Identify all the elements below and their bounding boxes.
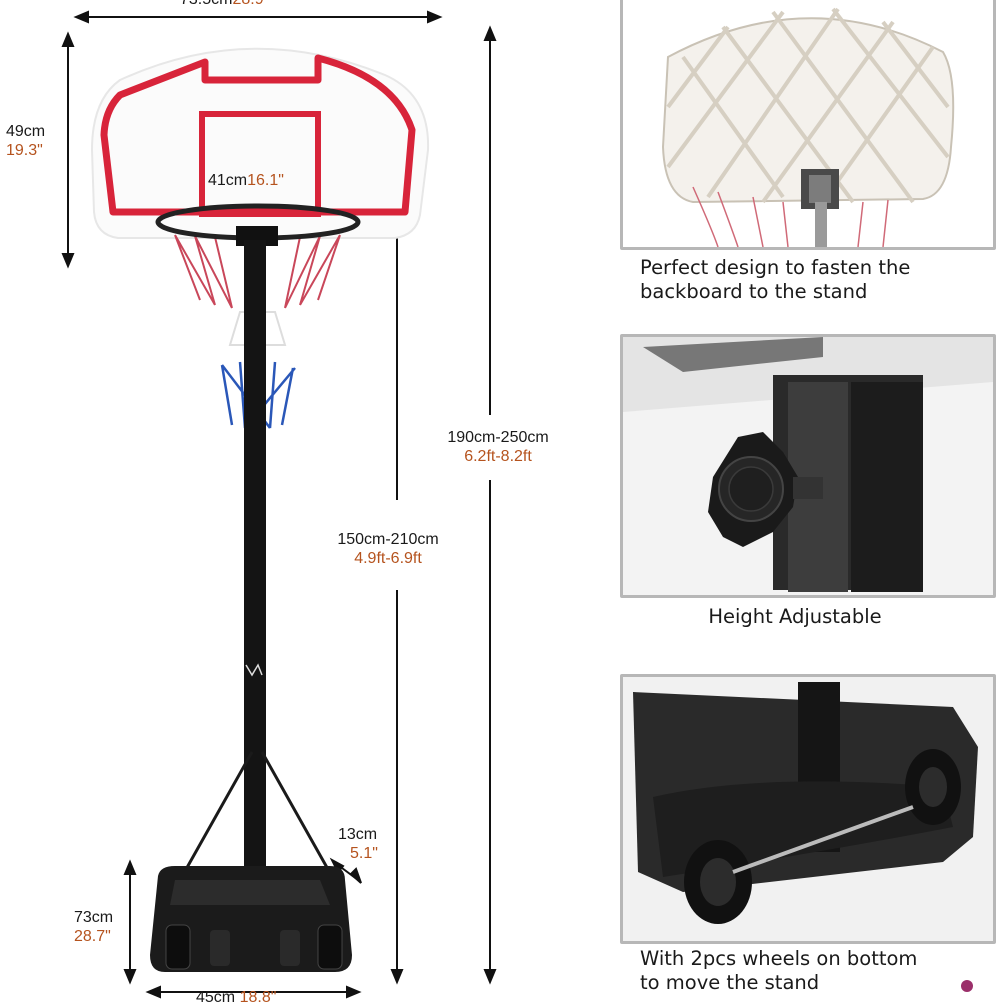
rim-diameter-label: 41cm16.1" bbox=[208, 172, 284, 189]
total-height-label: 190cm-250cm 6.2ft-8.2ft bbox=[447, 429, 549, 465]
top-width-label: 73.5cm28.9" bbox=[180, 0, 269, 9]
backboard-height-label: 49cm 19.3" bbox=[6, 123, 46, 159]
feature-photo-backboard-mount bbox=[620, 0, 996, 250]
wheel-icon bbox=[905, 749, 961, 825]
decorative-dot bbox=[961, 980, 973, 992]
caption-height-adjustable: Height Adjustable bbox=[708, 605, 882, 628]
backboard-mount-image bbox=[623, 0, 993, 247]
feature-photo-height-adjustable bbox=[620, 334, 996, 598]
pole bbox=[178, 226, 336, 960]
rim-height-label: 150cm-210cm 4.9ft-6.9ft bbox=[337, 531, 439, 567]
backboard bbox=[90, 47, 430, 239]
caption-backboard-mount: Perfect design to fasten the backboard t… bbox=[640, 256, 911, 303]
height-knob-image bbox=[623, 337, 993, 595]
base-height-label: 73cm 28.7" bbox=[74, 909, 114, 945]
feature-photo-wheels bbox=[620, 674, 996, 944]
base bbox=[150, 866, 352, 972]
base-width-label: 45cm 18.8" bbox=[196, 989, 277, 1006]
caption-wheels: With 2pcs wheels on bottom to move the s… bbox=[640, 947, 918, 994]
wheels-image bbox=[623, 677, 993, 941]
arm-length-label: 13cm 5.1" bbox=[338, 826, 378, 862]
basketball-stand-illustration bbox=[61, 10, 497, 999]
wheel-icon bbox=[684, 840, 752, 924]
knob-icon bbox=[708, 432, 823, 547]
